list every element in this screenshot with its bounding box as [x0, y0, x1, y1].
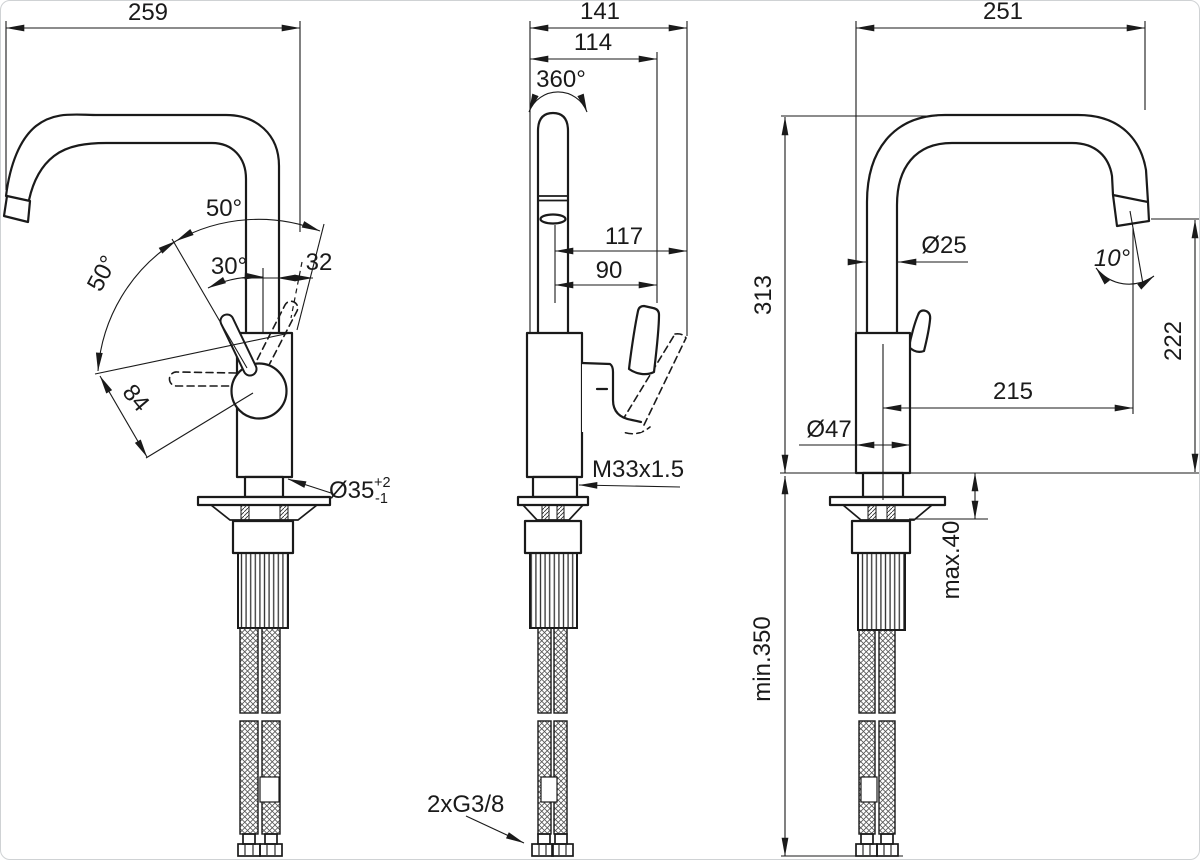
- dim-360deg: 360°: [536, 66, 586, 93]
- side-view-geometry: [516, 111, 687, 857]
- dim-hose-thread: 2xG3/8: [427, 791, 504, 818]
- front-view-annotations: 259 50° 30° 50° 84 32 Ø35 +2 -1: [5, 0, 391, 507]
- dim-min350: min.350: [749, 616, 776, 701]
- dim-hole-diameter: Ø35: [329, 477, 374, 504]
- dim-251: 251: [983, 0, 1023, 25]
- dim-hole-tol-minus: -1: [375, 491, 388, 507]
- dim-117: 117: [605, 223, 643, 250]
- side-view: 141 114 360° 117 90 M33x1.5 2xG3/8: [427, 0, 688, 857]
- dim-50deg-side: 50°: [82, 251, 123, 296]
- dim-141: 141: [580, 0, 620, 25]
- back-view: 251 313 min.350 222 215 Ø25: [749, 0, 1200, 857]
- dim-313: 313: [750, 275, 777, 315]
- dim-90: 90: [596, 257, 623, 284]
- dim-30deg: 30°: [211, 253, 247, 280]
- dim-222: 222: [1160, 321, 1187, 361]
- front-view: 259 50° 30° 50° 84 32 Ø35 +2 -1: [2, 0, 391, 857]
- front-view-geometry: [2, 113, 332, 857]
- dim-hole-tol-plus: +2: [374, 475, 391, 491]
- hose-fittings: [531, 833, 574, 857]
- dim-114: 114: [574, 29, 612, 56]
- dim-215: 215: [993, 378, 1033, 405]
- hose-fittings: [855, 833, 899, 857]
- dim-84: 84: [117, 379, 155, 417]
- dim-32: 32: [306, 249, 333, 276]
- dim-259: 259: [128, 0, 168, 26]
- dim-max40: max.40: [938, 521, 965, 600]
- dim-10deg: 10°: [1094, 245, 1131, 272]
- back-view-annotations: 251 313 min.350 222 215 Ø25: [749, 0, 1200, 857]
- hose-fittings: [237, 833, 283, 857]
- dim-47-diameter: Ø47: [806, 416, 851, 443]
- dim-25-diameter: Ø25: [921, 232, 966, 259]
- side-view-annotations: 141 114 360° 117 90 M33x1.5 2xG3/8: [427, 0, 688, 844]
- dim-thread-m33: M33x1.5: [592, 456, 684, 483]
- back-view-geometry: [828, 113, 1151, 857]
- dim-50deg-upper: 50°: [206, 195, 242, 222]
